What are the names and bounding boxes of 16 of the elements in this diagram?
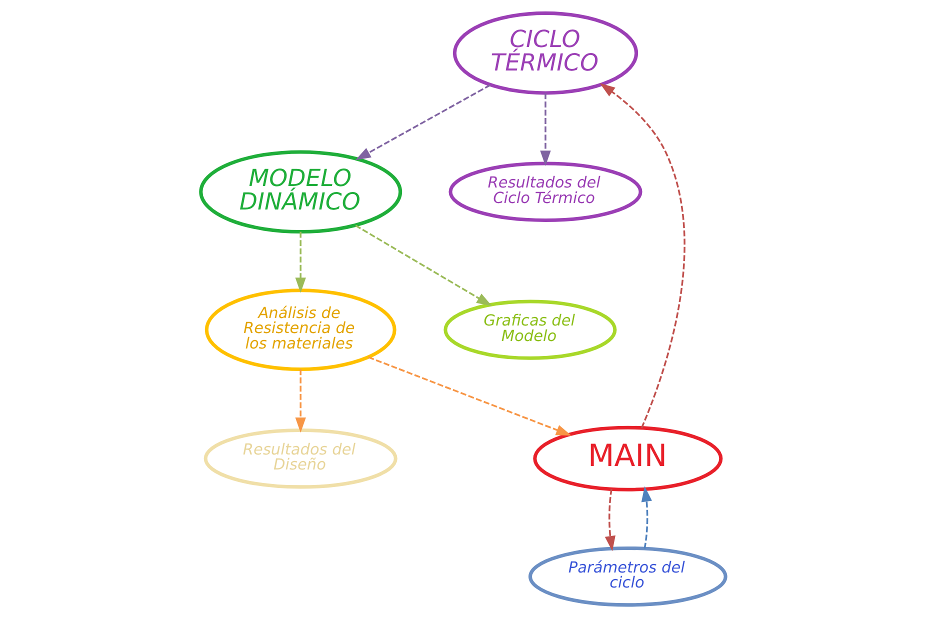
node-ellipse: Resultados del Diseño: [203, 428, 397, 489]
node-ellipse: Graficas del Modelo: [443, 300, 616, 360]
node-ellipse: Parámetros del ciclo: [528, 546, 727, 607]
arrow: [368, 356, 571, 436]
node-ellipse: MODELO DINÁMICO: [198, 150, 402, 234]
node-ellipse: CICLO TÉRMICO: [452, 11, 638, 95]
arrow: [604, 488, 615, 552]
arrow: [540, 93, 550, 166]
arrow: [599, 83, 685, 428]
arrow: [354, 84, 490, 160]
arrow: [354, 224, 492, 306]
arrow: [294, 369, 306, 433]
arrow: [640, 486, 652, 549]
node-ellipse: Análisis de Resistencia de los materiales: [204, 288, 396, 371]
node-ellipse: Resultados del Ciclo Térmico: [448, 162, 642, 222]
arrow: [294, 232, 306, 293]
